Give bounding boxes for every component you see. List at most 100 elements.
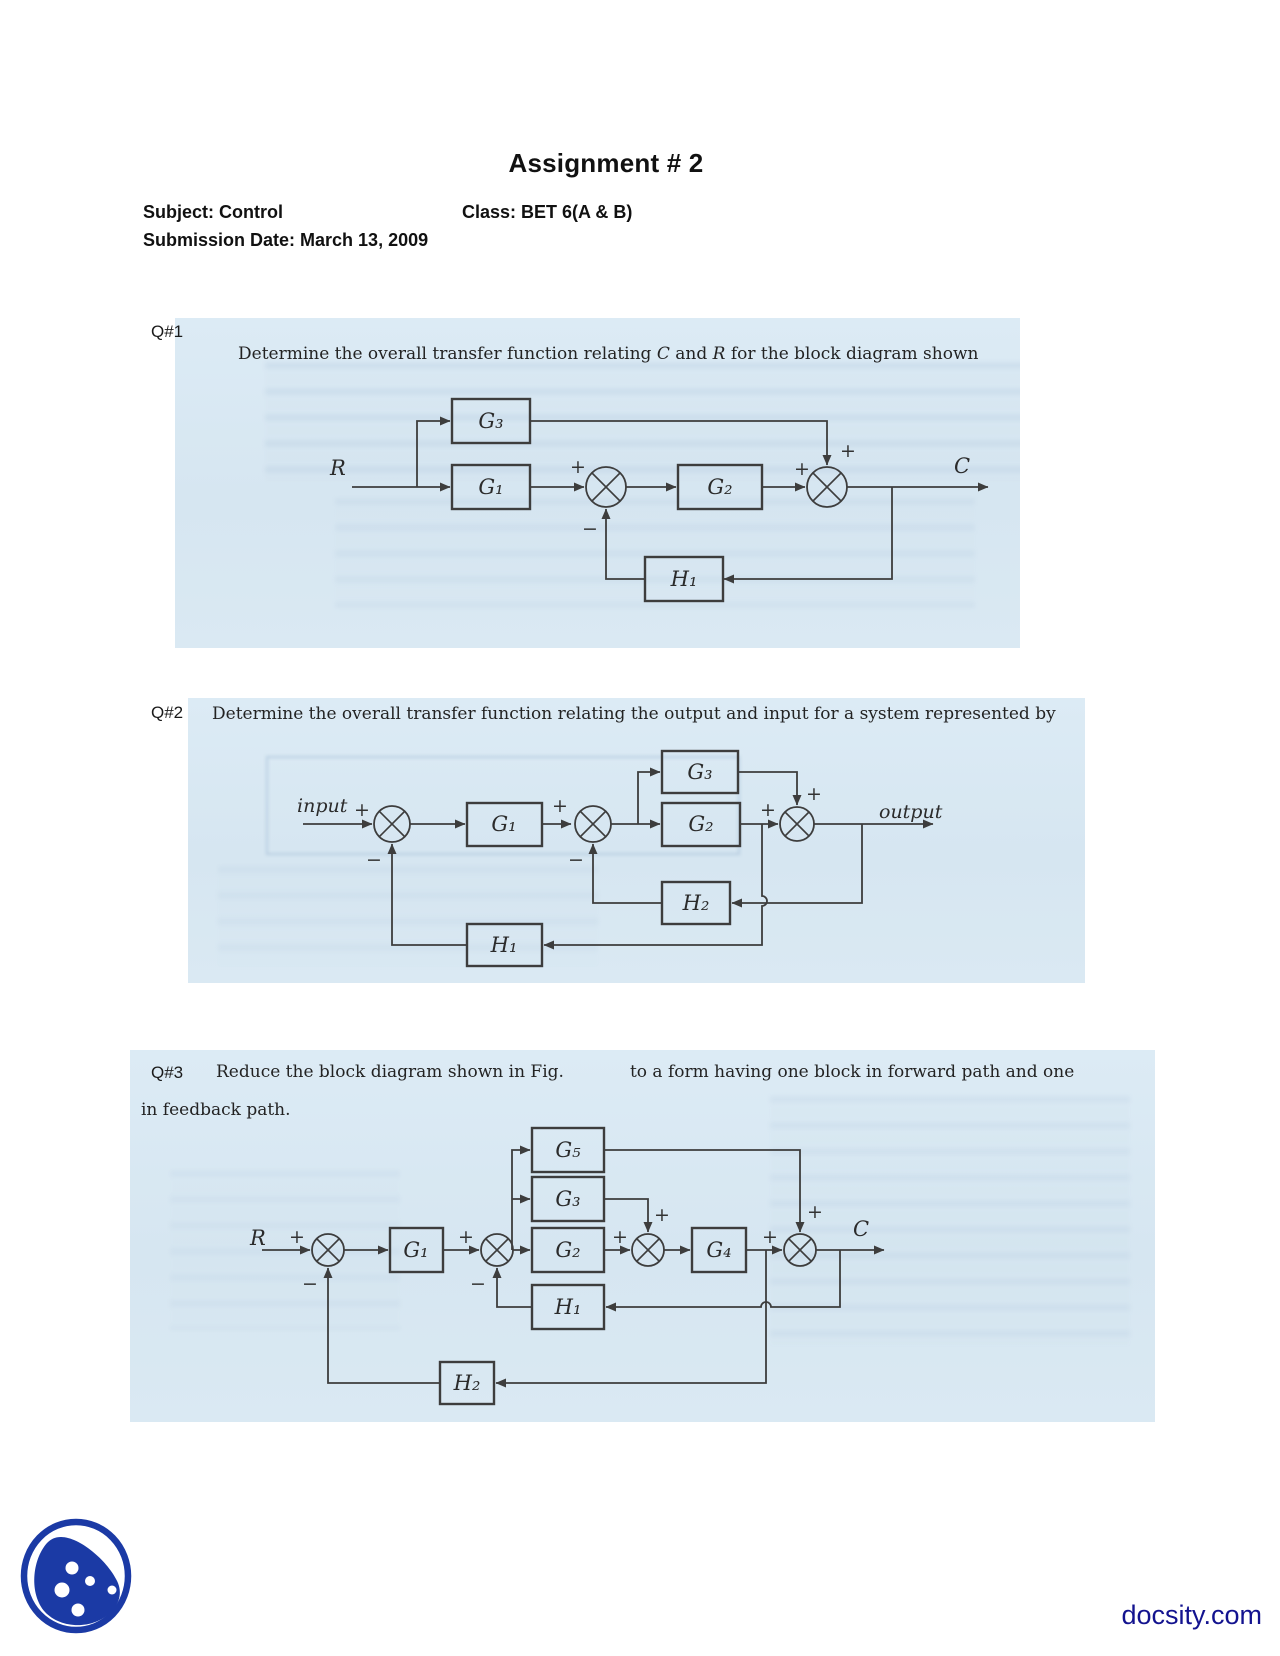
- q3-prompt-line1: Reduce the block diagram shown in Fig. to…: [216, 1062, 1074, 1082]
- summing-junction: [783, 1233, 817, 1267]
- q1-prompt-mid: and: [669, 344, 713, 364]
- page-title: Assignment # 2: [508, 148, 704, 178]
- wire: [495, 1250, 767, 1388]
- block-h1-box: [643, 555, 725, 603]
- block-g1-label: G₁: [491, 812, 516, 836]
- sign-minus: −: [470, 1273, 486, 1295]
- summing-junction: [480, 1233, 514, 1267]
- subject-label: Subject: Control: [143, 202, 283, 222]
- q1-prompt-var-r: R: [712, 344, 726, 364]
- sign-plus: +: [289, 1226, 305, 1248]
- block-g5-box: [530, 1126, 606, 1174]
- summing-junction: [631, 1233, 665, 1267]
- wire: [604, 1149, 805, 1233]
- block-g2: G₂: [660, 801, 742, 848]
- logo-dot: [85, 1576, 95, 1586]
- logo-dot: [54, 1582, 70, 1598]
- block-g2-box: [660, 801, 742, 848]
- block-g3-box: [450, 397, 532, 445]
- block-g1-label: G₁: [478, 475, 503, 499]
- signal-wires: [303, 767, 934, 950]
- q2-prompt: Determine the overall transfer function …: [212, 704, 1056, 724]
- block-g1: G₁: [388, 1226, 445, 1274]
- block-h2-label: H₂: [682, 891, 710, 915]
- block-h1-box: [530, 1283, 606, 1331]
- block-g1-box: [450, 463, 532, 511]
- q1-prompt-post: for the block diagram shown: [725, 344, 979, 364]
- q3-label: Q#3: [151, 1063, 184, 1082]
- output-terminal-label: C: [954, 454, 970, 478]
- summing-junction: [585, 466, 627, 508]
- sign-plus: +: [654, 1204, 670, 1226]
- block-h1-label: H₁: [490, 933, 518, 957]
- block-g3: G₃: [530, 1175, 606, 1223]
- block-h2: H₂: [438, 1360, 496, 1406]
- block-g2-label: G₂: [688, 812, 713, 836]
- block-g2: G₂: [530, 1226, 606, 1274]
- sign-minus: −: [582, 518, 598, 540]
- class-label: Class: BET 6(A & B): [462, 202, 633, 222]
- meta-row-1: Subject: Control Class: BET 6(A & B): [143, 202, 632, 223]
- block-g2-box: [530, 1226, 606, 1274]
- output-terminal-label: output: [879, 801, 943, 823]
- input-terminal-label: R: [249, 1226, 266, 1250]
- block-h2-label: H₂: [453, 1371, 481, 1395]
- wire: [387, 843, 467, 946]
- q1-prompt: Determine the overall transfer function …: [238, 344, 978, 364]
- summing-junction: [311, 1233, 345, 1267]
- wire: [416, 416, 451, 487]
- q3-prompt-part2: to a form having one block in forward pa…: [629, 1062, 1075, 1082]
- sign-minus: −: [568, 849, 584, 871]
- q3-scan-panel: Reduce the block diagram shown in Fig. to…: [130, 1050, 1155, 1422]
- q1-prompt-pre: Determine the overall transfer function …: [238, 344, 657, 364]
- block-h2-box: [660, 880, 732, 926]
- block-h2: H₂: [660, 880, 732, 926]
- block-g4-label: G₄: [706, 1238, 731, 1262]
- block-g3: G₃: [450, 397, 532, 445]
- block-h1-label: H₁: [554, 1295, 582, 1319]
- block-g3-box: [660, 749, 740, 795]
- docsity-link[interactable]: docsity.com: [1121, 1600, 1262, 1630]
- block-g1: G₁: [465, 801, 544, 848]
- docsity-logo: [20, 1518, 132, 1634]
- wire: [511, 1145, 531, 1250]
- sign-plus: +: [552, 795, 568, 817]
- sign-plus: +: [458, 1226, 474, 1248]
- q1-block-diagram: G₃ G₁ G₂ H₁: [329, 397, 989, 603]
- sign-plus: +: [612, 1226, 628, 1248]
- wire: [723, 487, 893, 584]
- wire: [492, 1267, 532, 1308]
- wire: [601, 508, 645, 580]
- block-g4: G₄: [690, 1226, 748, 1274]
- wire: [323, 1267, 440, 1384]
- sign-plus: +: [807, 1201, 823, 1223]
- q2-block-diagram: G₁ G₃ G₂ H₂ H₁: [297, 749, 943, 968]
- wire: [731, 824, 863, 908]
- summing-junction: [574, 805, 612, 843]
- block-h1-box: [465, 922, 544, 968]
- block-g3: G₃: [660, 749, 740, 795]
- wire: [604, 1198, 653, 1233]
- sign-plus: +: [794, 458, 810, 480]
- block-g3-box: [530, 1175, 606, 1223]
- wire: [530, 420, 832, 466]
- q1-scan-panel: Determine the overall transfer function …: [175, 318, 1020, 648]
- logo-dot: [71, 1603, 85, 1617]
- sign-plus: +: [760, 799, 776, 821]
- logo-dot: [65, 1561, 79, 1575]
- wire: [543, 824, 768, 950]
- block-h1: H₁: [530, 1283, 606, 1331]
- block-g5-label: G₅: [555, 1138, 581, 1162]
- block-g3-label: G₃: [478, 409, 503, 433]
- q3-prompt-part1: Reduce the block diagram shown in Fig.: [216, 1062, 564, 1082]
- sign-minus: −: [302, 1273, 318, 1295]
- q3-prompt-line2: in feedback path.: [141, 1100, 291, 1120]
- sign-plus: +: [806, 783, 822, 805]
- sign-plus: +: [570, 456, 586, 478]
- block-h2-box: [438, 1360, 496, 1406]
- signal-wires: [262, 1145, 885, 1388]
- block-g2-label: G₂: [707, 475, 732, 499]
- header-meta: Subject: Control Class: BET 6(A & B) Sub…: [143, 202, 632, 251]
- signal-wires: [352, 416, 989, 584]
- block-g2: G₂: [676, 463, 764, 511]
